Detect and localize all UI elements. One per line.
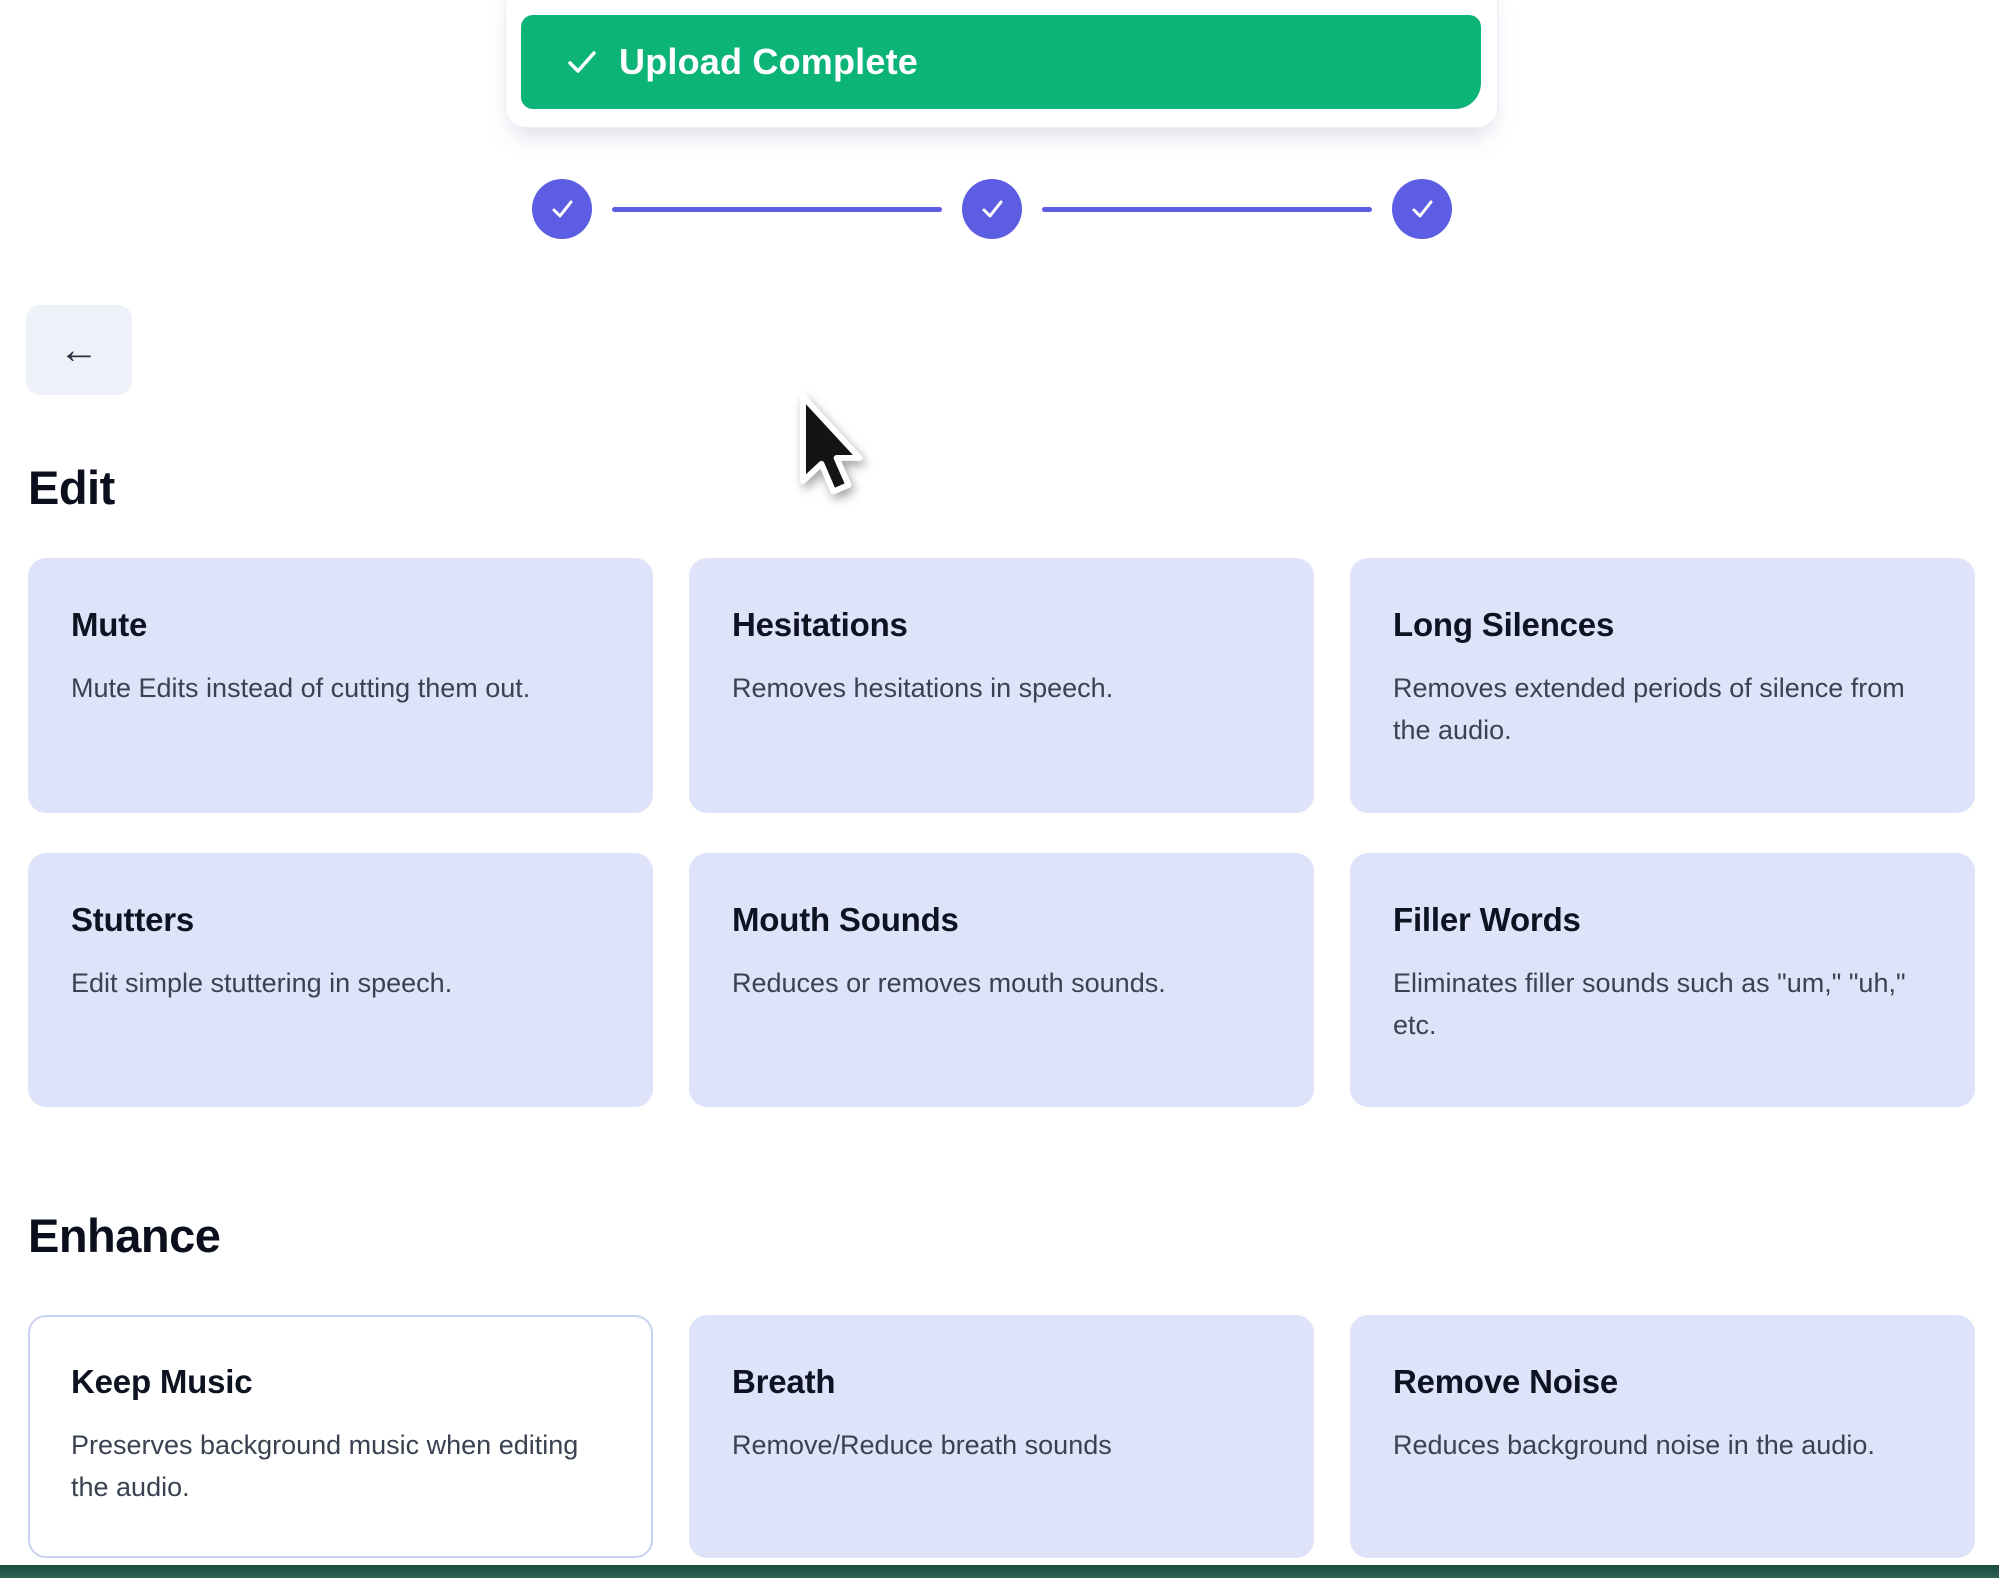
card-title: Stutters bbox=[71, 901, 195, 938]
back-button[interactable]: ← bbox=[26, 305, 132, 395]
edit-section-title: Edit bbox=[28, 461, 115, 514]
card-title: Mute bbox=[71, 606, 148, 643]
check-icon bbox=[976, 193, 1008, 225]
card-hesitations[interactable]: Hesitations Removes hesitations in speec… bbox=[689, 558, 1314, 813]
check-icon bbox=[1406, 193, 1438, 225]
card-description: Preserves background music when editing … bbox=[71, 1430, 579, 1502]
enhance-cards-row: Keep Music Preserves background music wh… bbox=[28, 1315, 1975, 1558]
edit-cards-row-2: Stutters Edit simple stuttering in speec… bbox=[28, 853, 1975, 1107]
upload-complete-toast: Upload Complete bbox=[521, 15, 1481, 109]
card-breath[interactable]: Breath Remove/Reduce breath sounds bbox=[689, 1315, 1314, 1558]
card-title: Remove Noise bbox=[1393, 1363, 1619, 1400]
edit-cards-row-1: Mute Mute Edits instead of cutting them … bbox=[28, 558, 1975, 813]
card-stutters[interactable]: Stutters Edit simple stuttering in speec… bbox=[28, 853, 653, 1107]
step-3-complete[interactable] bbox=[1392, 179, 1452, 239]
card-description: Reduces or removes mouth sounds. bbox=[732, 968, 1166, 998]
card-mute[interactable]: Mute Mute Edits instead of cutting them … bbox=[28, 558, 653, 813]
check-icon bbox=[565, 45, 599, 79]
mouse-cursor-icon bbox=[799, 393, 865, 515]
progress-stepper bbox=[532, 179, 1452, 239]
back-arrow-icon: ← bbox=[59, 327, 99, 372]
enhance-section-title: Enhance bbox=[28, 1209, 221, 1262]
card-description: Remove/Reduce breath sounds bbox=[732, 1430, 1112, 1460]
card-title: Long Silences bbox=[1393, 606, 1615, 643]
step-connector bbox=[1042, 206, 1372, 212]
card-keep-music[interactable]: Keep Music Preserves background music wh… bbox=[28, 1315, 653, 1558]
card-filler-words[interactable]: Filler Words Eliminates filler sounds su… bbox=[1350, 853, 1975, 1107]
upload-toast-card: Upload Complete bbox=[505, 0, 1498, 128]
card-description: Removes extended periods of silence from… bbox=[1393, 673, 1905, 745]
card-description: Eliminates filler sounds such as "um," "… bbox=[1393, 968, 1906, 1040]
card-title: Keep Music bbox=[71, 1363, 253, 1400]
card-title: Filler Words bbox=[1393, 901, 1581, 938]
card-title: Hesitations bbox=[732, 606, 908, 643]
step-connector bbox=[612, 206, 942, 212]
check-icon bbox=[546, 193, 578, 225]
card-title: Mouth Sounds bbox=[732, 901, 959, 938]
step-1-complete[interactable] bbox=[532, 179, 592, 239]
card-description: Reduces background noise in the audio. bbox=[1393, 1430, 1875, 1460]
card-long-silences[interactable]: Long Silences Removes extended periods o… bbox=[1350, 558, 1975, 813]
toast-label: Upload Complete bbox=[619, 41, 919, 82]
card-remove-noise[interactable]: Remove Noise Reduces background noise in… bbox=[1350, 1315, 1975, 1558]
card-description: Removes hesitations in speech. bbox=[732, 673, 1114, 703]
card-mouth-sounds[interactable]: Mouth Sounds Reduces or removes mouth so… bbox=[689, 853, 1314, 1107]
bottom-edge-bar bbox=[0, 1565, 1999, 1578]
step-2-complete[interactable] bbox=[962, 179, 1022, 239]
card-description: Edit simple stuttering in speech. bbox=[71, 968, 453, 998]
card-title: Breath bbox=[732, 1363, 836, 1400]
card-description: Mute Edits instead of cutting them out. bbox=[71, 673, 531, 703]
